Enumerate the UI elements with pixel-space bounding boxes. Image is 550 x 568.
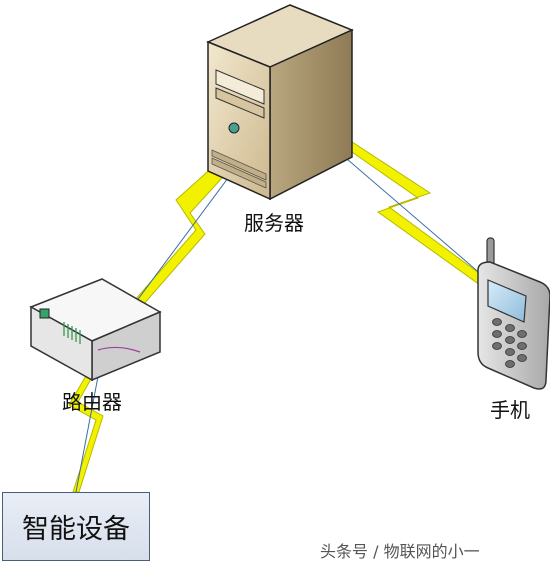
- server-icon: [206, 4, 354, 201]
- smart-device-box: 智能设备: [2, 492, 150, 561]
- router-label: 路由器: [62, 390, 122, 414]
- phone-label: 手机: [490, 398, 530, 422]
- mobile-phone-icon: [477, 237, 550, 390]
- server-label: 服务器: [244, 211, 304, 235]
- router-icon: [29, 278, 162, 382]
- watermark-text: 头条号 / 物联网的小一: [320, 542, 480, 561]
- smart-device-label: 智能设备: [22, 514, 130, 545]
